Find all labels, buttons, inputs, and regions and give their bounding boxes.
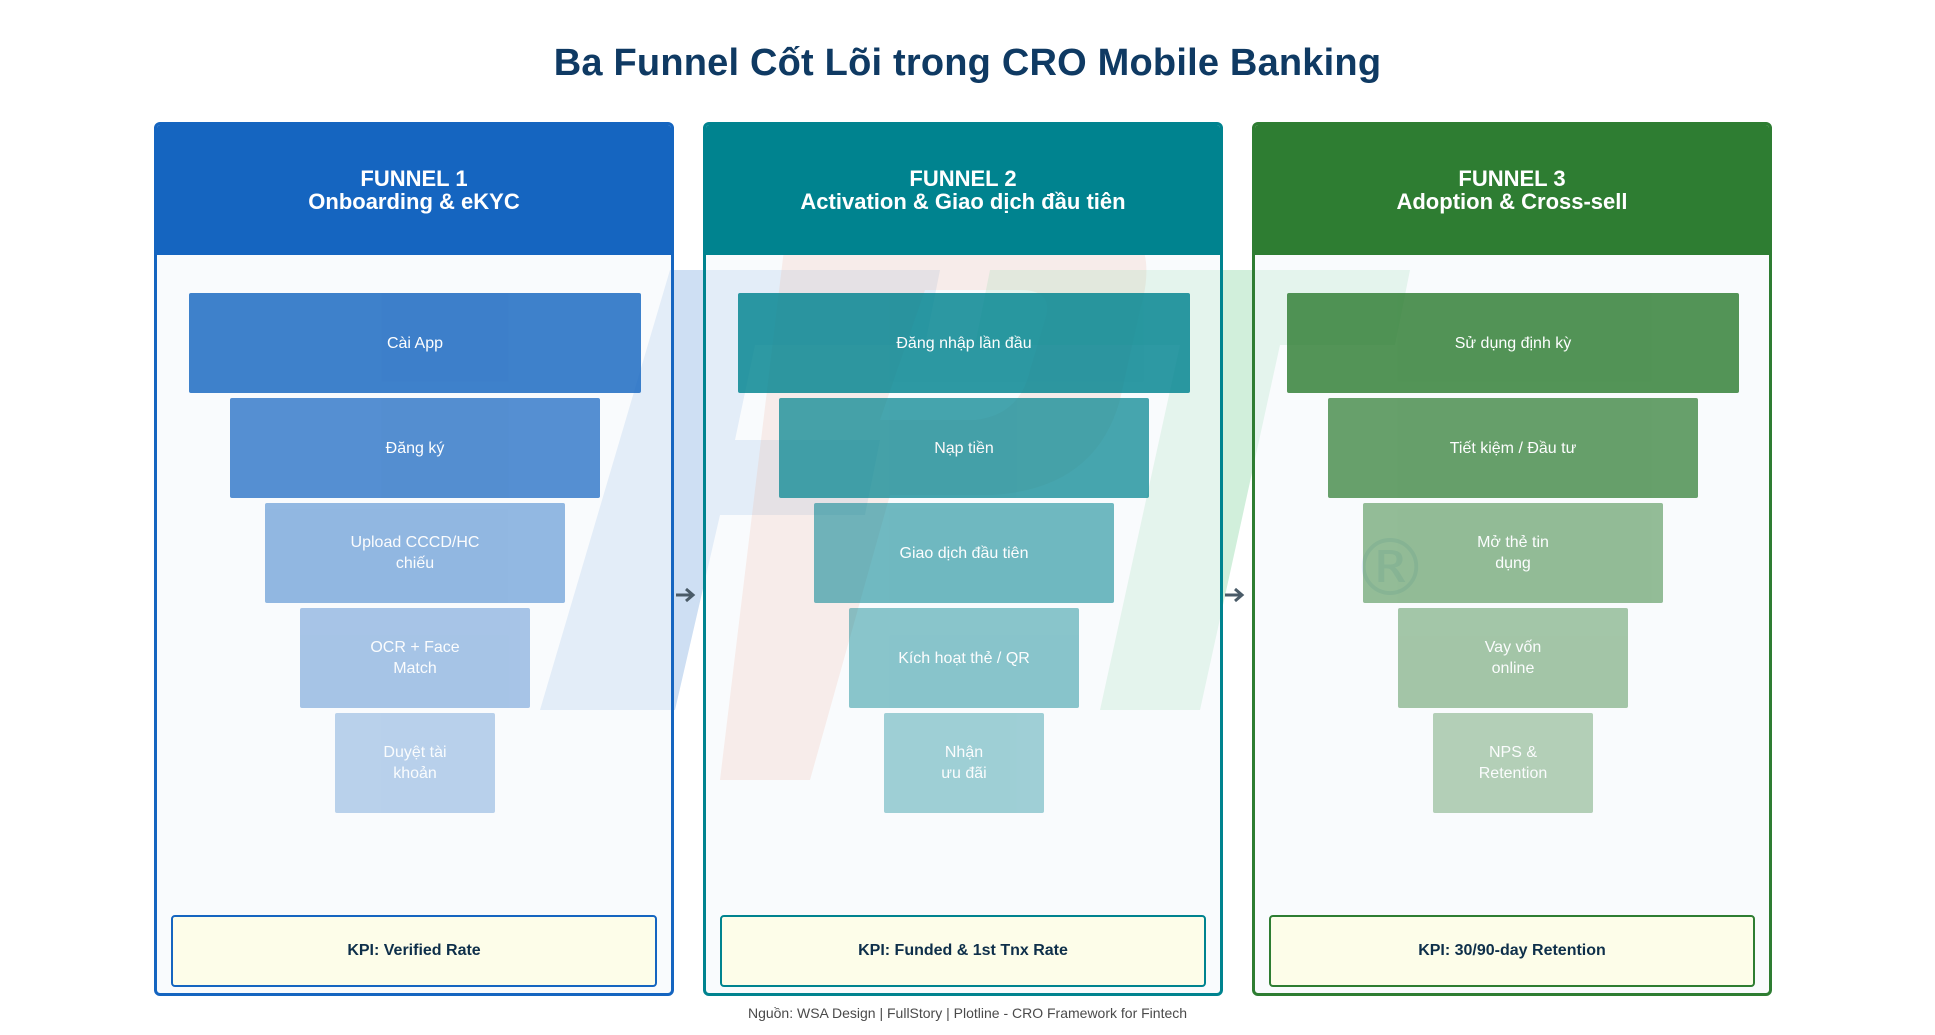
funnel-1-panel: FUNNEL 1 Onboarding & eKYC Cài App Đăng … [154,122,674,996]
funnel-1-step-1: Cài App [189,293,641,393]
page-title: Ba Funnel Cốt Lõi trong CRO Mobile Banki… [553,42,1382,84]
funnel-2-header: FUNNEL 2 Activation & Giao dịch đầu tiên [706,125,1220,255]
funnel-1-kpi: KPI: Verified Rate [171,915,657,987]
funnel-1-step-3: Upload CCCD/HC chiếu [265,503,565,603]
funnel-2-to-3-arrow-icon [1225,587,1245,603]
funnel-2-panel: FUNNEL 2 Activation & Giao dịch đầu tiên… [703,122,1223,996]
source-note: Nguồn: WSA Design | FullStory | Plotline… [0,1004,1935,1023]
funnel-2-number: FUNNEL 2 [909,166,1017,191]
funnel-2-step-2: Nạp tiền [779,398,1149,498]
funnel-3-step-1: Sử dụng định kỳ [1287,293,1739,393]
funnel-2-kpi: KPI: Funded & 1st Tnx Rate [720,915,1206,987]
funnel-2-step-3: Giao dịch đầu tiên [814,503,1114,603]
funnel-1-step-2: Đăng ký [230,398,600,498]
funnel-3-kpi: KPI: 30/90-day Retention [1269,915,1755,987]
funnel-2-step-1: Đăng nhập lần đầu [738,293,1190,393]
funnel-1-step-5: Duyệt tài khoản [335,713,495,813]
funnel-3-name: Adoption & Cross-sell [1396,189,1628,214]
funnel-1-header: FUNNEL 1 Onboarding & eKYC [157,125,671,255]
funnel-2-step-5: Nhận ưu đãi [884,713,1044,813]
funnel-2-name: Activation & Giao dịch đầu tiên [800,189,1126,214]
funnel-1-number: FUNNEL 1 [360,166,468,191]
funnel-3-step-2: Tiết kiệm / Đầu tư [1328,398,1698,498]
funnel-2-step-4: Kích hoạt thẻ / QR [849,608,1079,708]
funnel-3-panel: FUNNEL 3 Adoption & Cross-sell Sử dụng đ… [1252,122,1772,996]
funnel-3-step-3: Mở thẻ tin dụng [1363,503,1663,603]
funnel-3-step-5: NPS & Retention [1433,713,1593,813]
funnel-1-step-4: OCR + Face Match [300,608,530,708]
source-text: Nguồn: WSA Design | FullStory | Plotline… [747,1005,1188,1021]
funnel-1-to-2-arrow-icon [676,587,696,603]
funnel-3-step-4: Vay vốn online [1398,608,1628,708]
funnel-1-name: Onboarding & eKYC [308,189,520,214]
funnel-3-header: FUNNEL 3 Adoption & Cross-sell [1255,125,1769,255]
funnel-3-number: FUNNEL 3 [1458,166,1566,191]
